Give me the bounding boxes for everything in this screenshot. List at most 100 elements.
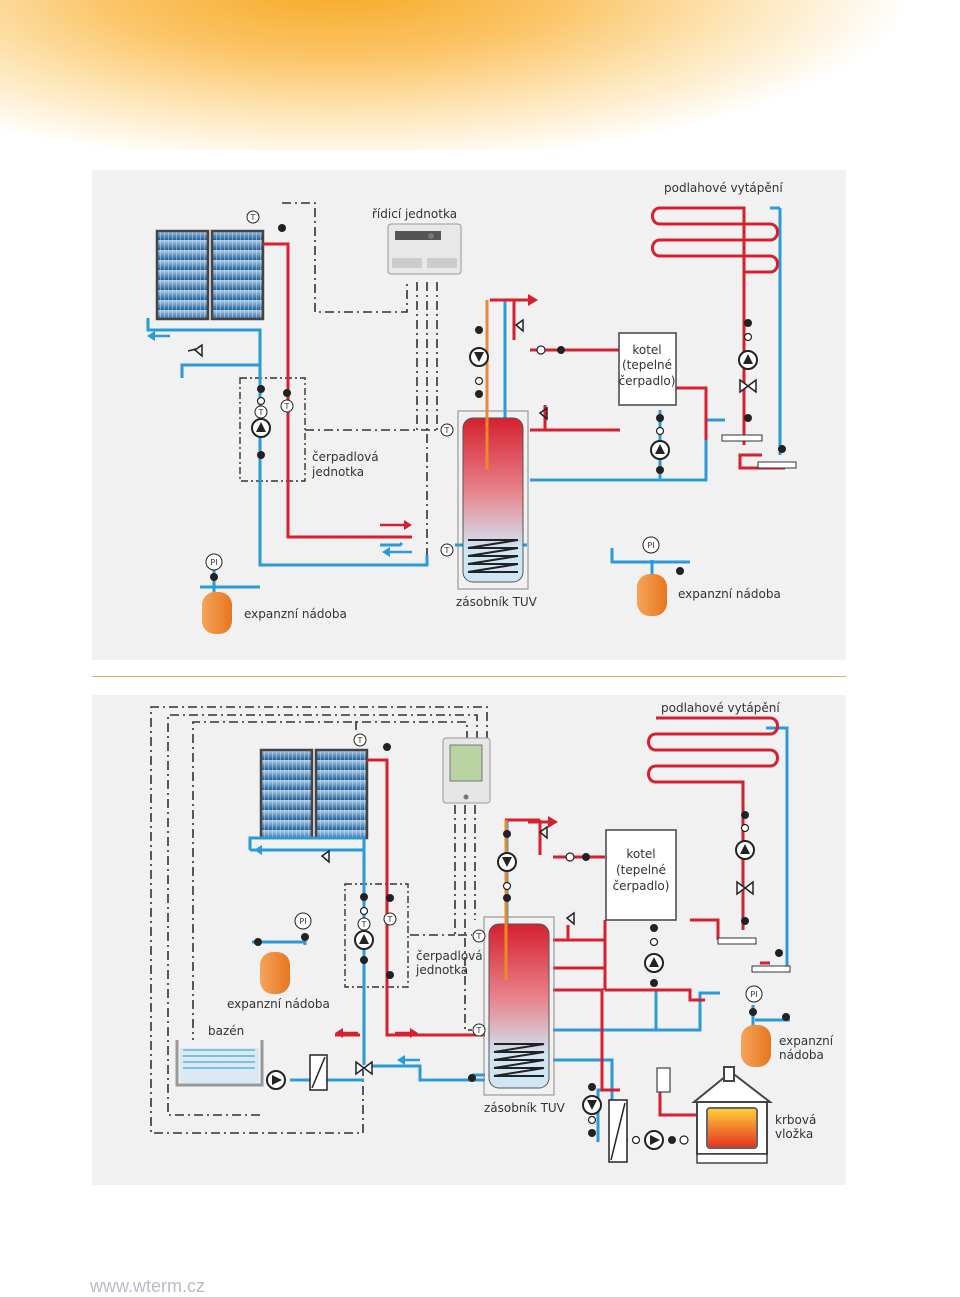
bottom-storage-tank: [483, 820, 555, 1096]
gauge-pi-label: PI: [647, 541, 654, 550]
top-hot-pipes: [263, 242, 785, 539]
header-gradient: [0, 0, 960, 150]
sensor-t-label: T: [284, 402, 290, 411]
top-solar-collectors: [155, 229, 265, 321]
hydraulic-separator: [721, 434, 763, 442]
sensor-t-label: T: [357, 736, 363, 745]
pressure-gauge-icons: [205, 536, 660, 571]
pump-icon: [738, 350, 758, 370]
check-valve-icons: [359, 823, 750, 1145]
pump-unit-label-line: čerpadlová: [312, 450, 379, 464]
tank-label: zásobník TUV: [484, 1101, 566, 1115]
expansion-vessel-label: expanzní nádoba: [227, 997, 330, 1011]
pump-icon: [266, 1070, 286, 1090]
three-way-valve-icon: [355, 880, 754, 1076]
fireplace-insert: [691, 1066, 773, 1164]
pump-unit-label-line: jednotka: [415, 963, 468, 977]
bottom-expansion-vessel-left: [260, 952, 290, 994]
valve-icons: [254, 743, 790, 1144]
boiler-label-line: (tepelné: [616, 863, 666, 877]
boiler-label-line: (tepelné: [622, 358, 672, 372]
boiler-label-line: čerpadlo): [613, 879, 670, 893]
safety-valve-icon: [187, 318, 548, 421]
floor-heating-label: podlahové vytápění: [661, 701, 780, 715]
pump-icon: [644, 1130, 664, 1150]
sensor-t-label: T: [250, 213, 256, 222]
three-way-valve-icon: [739, 378, 757, 394]
pump-icon: [354, 930, 374, 950]
bottom-small-tank: [656, 1067, 671, 1093]
pump-icon: [497, 852, 517, 872]
valve-icons: [210, 224, 786, 581]
boiler-label-line: čerpadlo): [619, 374, 676, 388]
bottom-solar-collectors: [259, 748, 369, 840]
top-diagram: T T T T T PI PI řídicí jednotka podlahov…: [146, 181, 797, 634]
gauge-pi-label: PI: [210, 558, 217, 567]
fireplace-label-line: krbová: [775, 1113, 816, 1127]
pool-label: bazén: [208, 1024, 244, 1038]
top-floor-heating-coil: [651, 206, 779, 274]
sensor-t-label: T: [361, 920, 367, 929]
bottom-expansion-vessel-right: [741, 1025, 771, 1067]
pump-icon: [582, 1095, 602, 1115]
bottom-hot-pipes: [335, 758, 770, 1142]
expansion-vessel-label: expanzní nádoba: [244, 607, 347, 621]
top-expansion-vessel-right: [637, 574, 667, 616]
top-controller-device: [387, 223, 462, 275]
solar-panel: [314, 748, 369, 840]
pump-icon: [251, 418, 271, 438]
bottom-floor-heating-coil: [647, 716, 779, 790]
sensor-t-label: T: [444, 546, 450, 555]
hydraulic-separator: [717, 937, 757, 945]
expansion-vessel-label-line: nádoba: [779, 1048, 824, 1062]
top-boiler-box: [618, 332, 677, 406]
check-valve-icons: [256, 332, 753, 436]
solar-panel: [210, 229, 265, 321]
gauge-pi-label: PI: [299, 917, 306, 926]
pressure-gauge-icons: [294, 912, 763, 1003]
sensor-t-label: T: [444, 426, 450, 435]
pump-icon: [735, 840, 755, 860]
separator-line: [92, 676, 846, 677]
top-control-lines: [282, 202, 440, 563]
sensor-t-label: T: [387, 915, 393, 924]
hydraulic-separator: [757, 461, 797, 469]
pool: [175, 1040, 264, 1087]
top-expansion-vessel-left: [202, 592, 232, 634]
pump-unit-label-line: jednotka: [311, 465, 364, 479]
boiler-label-line: kotel: [626, 847, 655, 861]
top-storage-tank: [457, 300, 529, 590]
pump-icon: [644, 953, 664, 973]
temperature-sensor-icons: [353, 733, 486, 1037]
pump-icon: [469, 347, 489, 367]
heat-exchanger-icon: [309, 1054, 328, 1091]
safety-valve-icon: [320, 825, 575, 926]
expansion-vessel-label: expanzní nádoba: [678, 587, 781, 601]
top-flow-arrows: [147, 294, 538, 557]
bottom-controller-device: [442, 737, 491, 804]
bottom-pump-unit-frame: [344, 883, 409, 988]
bottom-flow-arrows: [254, 816, 558, 1065]
bottom-control-lines: [150, 706, 488, 1134]
solar-panel: [259, 748, 314, 840]
gauge-pi-label: PI: [750, 990, 757, 999]
solar-panel: [155, 229, 210, 321]
tank-label: zásobník TUV: [456, 595, 538, 609]
temperature-sensor-icons: [246, 210, 454, 557]
expansion-vessel-label-line: expanzní: [779, 1034, 834, 1048]
fireplace-label-line: vložka: [775, 1127, 813, 1141]
top-pump-unit-frame: [239, 377, 306, 482]
footer-url[interactable]: www.wterm.cz: [90, 1276, 206, 1296]
boiler-label-line: kotel: [632, 343, 661, 357]
sensor-t-label: T: [476, 1026, 482, 1035]
pump-unit-label-line: čerpadlová: [416, 949, 483, 963]
bottom-boiler-box: [605, 829, 677, 921]
pump-icon: [650, 440, 670, 460]
heat-exchanger-icon: [608, 1099, 628, 1163]
hydraulic-separator: [751, 965, 791, 973]
sensor-t-label: T: [258, 408, 264, 417]
bottom-diagram: T T T T T PI PI podlahové vytápění kotel…: [150, 701, 834, 1164]
sensor-t-label: T: [476, 932, 482, 941]
controller-label: řídicí jednotka: [372, 207, 457, 221]
